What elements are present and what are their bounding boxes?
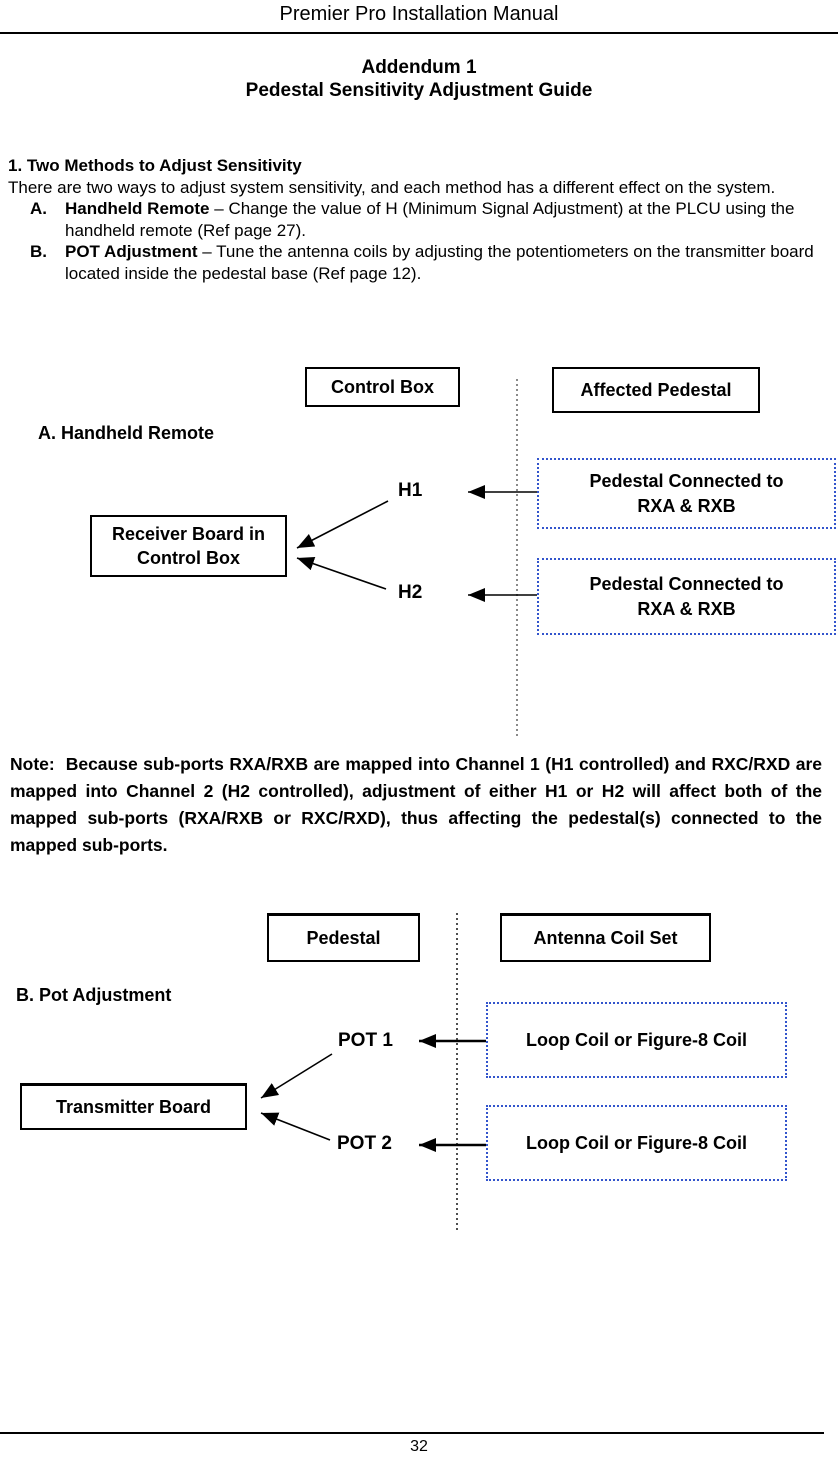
footer-rule <box>0 1432 824 1434</box>
arrow-h2-to-receiver-board <box>296 556 387 590</box>
arrow-pot1-to-transmitter-board <box>260 1053 333 1099</box>
list-term: POT Adjustment <box>65 242 198 261</box>
diagram-a-label: A. Handheld Remote <box>38 423 215 443</box>
diagram-b-label: B. Pot Adjustment <box>16 985 172 1005</box>
page-number: 32 <box>410 1438 428 1455</box>
list-letter: A. <box>30 199 47 218</box>
pot2-label: POT 2 <box>337 1133 392 1154</box>
h1-label: H1 <box>398 480 423 501</box>
list-text: Handheld Remote – Change the value of H … <box>65 198 822 241</box>
list-item-a: A. Handheld Remote – Change the value of… <box>30 198 822 241</box>
list-desc: – Tune the antenna coils by adjusting th… <box>65 242 814 283</box>
addendum-title: Addendum 1 <box>361 57 477 78</box>
list-term: Handheld Remote <box>65 199 210 218</box>
h2-label: H2 <box>398 582 423 603</box>
antenna-coil-set-header: Antenna Coil Set <box>500 913 711 962</box>
control-box-header: Control Box <box>305 367 460 407</box>
section-intro: There are two ways to adjust system sens… <box>8 177 776 197</box>
pedestal-rxa-rxb-box-1: Pedestal Connected to RXA & RXB <box>537 458 836 529</box>
note-paragraph: Note: Because sub-ports RXA/RXB are mapp… <box>10 754 827 855</box>
header-rule <box>0 32 838 34</box>
list-letter: B. <box>30 242 47 261</box>
list-desc: – Change the value of H (Minimum Signal … <box>65 199 795 240</box>
page-header-title: Premier Pro Installation Manual <box>279 3 559 25</box>
arrow-h1-to-receiver-board <box>296 500 389 549</box>
arrow-pot2-to-transmitter-board <box>260 1112 331 1141</box>
receiver-board-box: Receiver Board in Control Box <box>90 515 287 577</box>
list-text: POT Adjustment – Tune the antenna coils … <box>65 241 822 284</box>
loop-coil-box-2: Loop Coil or Figure-8 Coil <box>486 1105 787 1181</box>
pot1-label: POT 1 <box>338 1030 393 1051</box>
loop-coil-box-1: Loop Coil or Figure-8 Coil <box>486 1002 787 1078</box>
affected-pedestal-header: Affected Pedestal <box>552 367 760 413</box>
addendum-subtitle: Pedestal Sensitivity Adjustment Guide <box>245 80 593 101</box>
transmitter-board-box: Transmitter Board <box>20 1083 247 1130</box>
pedestal-header: Pedestal <box>267 913 420 962</box>
section-1: 1. Two Methods to Adjust Sensitivity The… <box>8 155 822 284</box>
list-item-b: B. POT Adjustment – Tune the antenna coi… <box>30 241 822 284</box>
pedestal-rxa-rxb-box-2: Pedestal Connected to RXA & RXB <box>537 558 836 635</box>
section-heading: 1. Two Methods to Adjust Sensitivity <box>8 156 302 175</box>
